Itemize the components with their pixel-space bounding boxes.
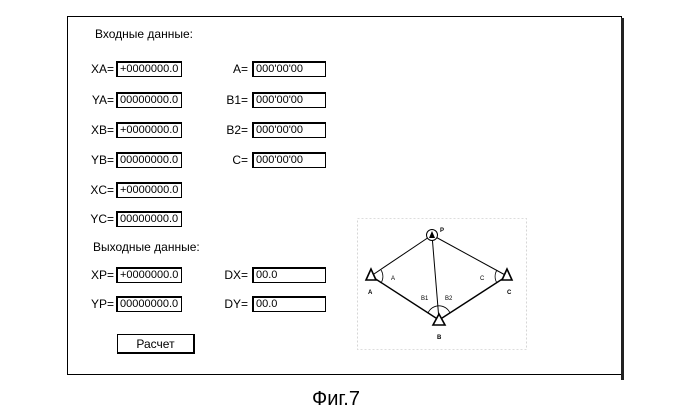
a-label: A= [232,62,248,76]
xp-label: XP= [90,268,114,282]
label-a: A [368,290,373,296]
line-b-c [438,275,508,321]
yp-label: YP= [90,297,114,311]
dx-field: 00.0 [252,267,326,283]
angle-a-label: A [391,276,395,282]
point-c-marker [500,267,514,281]
b2-label: B2= [226,123,248,137]
line-a-b [370,275,440,321]
dx-label: DX= [224,268,248,282]
output-section-title: Выходные данные: [93,240,200,254]
xb-field[interactable]: +0000000.0 [116,122,182,138]
yc-label: YC= [90,212,114,226]
angle-c-arc [494,269,498,284]
point-p-inner [429,231,435,238]
line-p-c [431,234,508,277]
input-section-title: Входные данные: [95,27,193,41]
dy-field: 00.0 [252,296,326,312]
calculate-button[interactable]: Расчет [117,334,195,354]
ya-label: YA= [91,93,114,107]
b2-field[interactable]: 000'00'00 [252,122,326,138]
angle-b-arc [427,305,451,314]
b1-field[interactable]: 000'00'00 [252,92,326,108]
survey-diagram: P A C B A C B1 B2 [357,218,527,350]
figure-caption: Фиг.7 [312,388,360,410]
xc-field[interactable]: +0000000.0 [116,182,182,198]
xc-label: XC= [90,183,114,197]
frame-edge [621,18,624,380]
c-field[interactable]: 000'00'00 [252,152,326,168]
line-a-p [370,234,433,277]
point-b-marker [431,312,447,326]
xb-label: XB= [90,123,114,137]
label-p: P [440,228,444,234]
yb-label: YB= [90,153,114,167]
xp-field: +0000000.0 [116,267,182,283]
angle-b1-label: B1 [421,296,429,302]
point-a-marker [364,267,378,281]
diagram-border [357,218,527,350]
angle-c-label: C [480,276,485,282]
xa-label: XA= [90,62,114,76]
yb-field[interactable]: 00000000.0 [116,152,182,168]
xa-field[interactable]: +0000000.0 [116,61,182,77]
yp-field: 00000000.0 [116,296,182,312]
b1-label: B1= [226,93,248,107]
dy-label: DY= [224,297,248,311]
c-label: C= [232,153,248,167]
angle-a-arc [380,269,384,284]
a-field[interactable]: 000'00'00 [252,61,326,77]
label-c: C [507,290,512,296]
angle-b2-label: B2 [445,296,453,302]
ya-field[interactable]: 00000000.0 [116,92,182,108]
yc-field[interactable]: 00000000.0 [116,211,182,227]
label-b: B [437,335,442,341]
